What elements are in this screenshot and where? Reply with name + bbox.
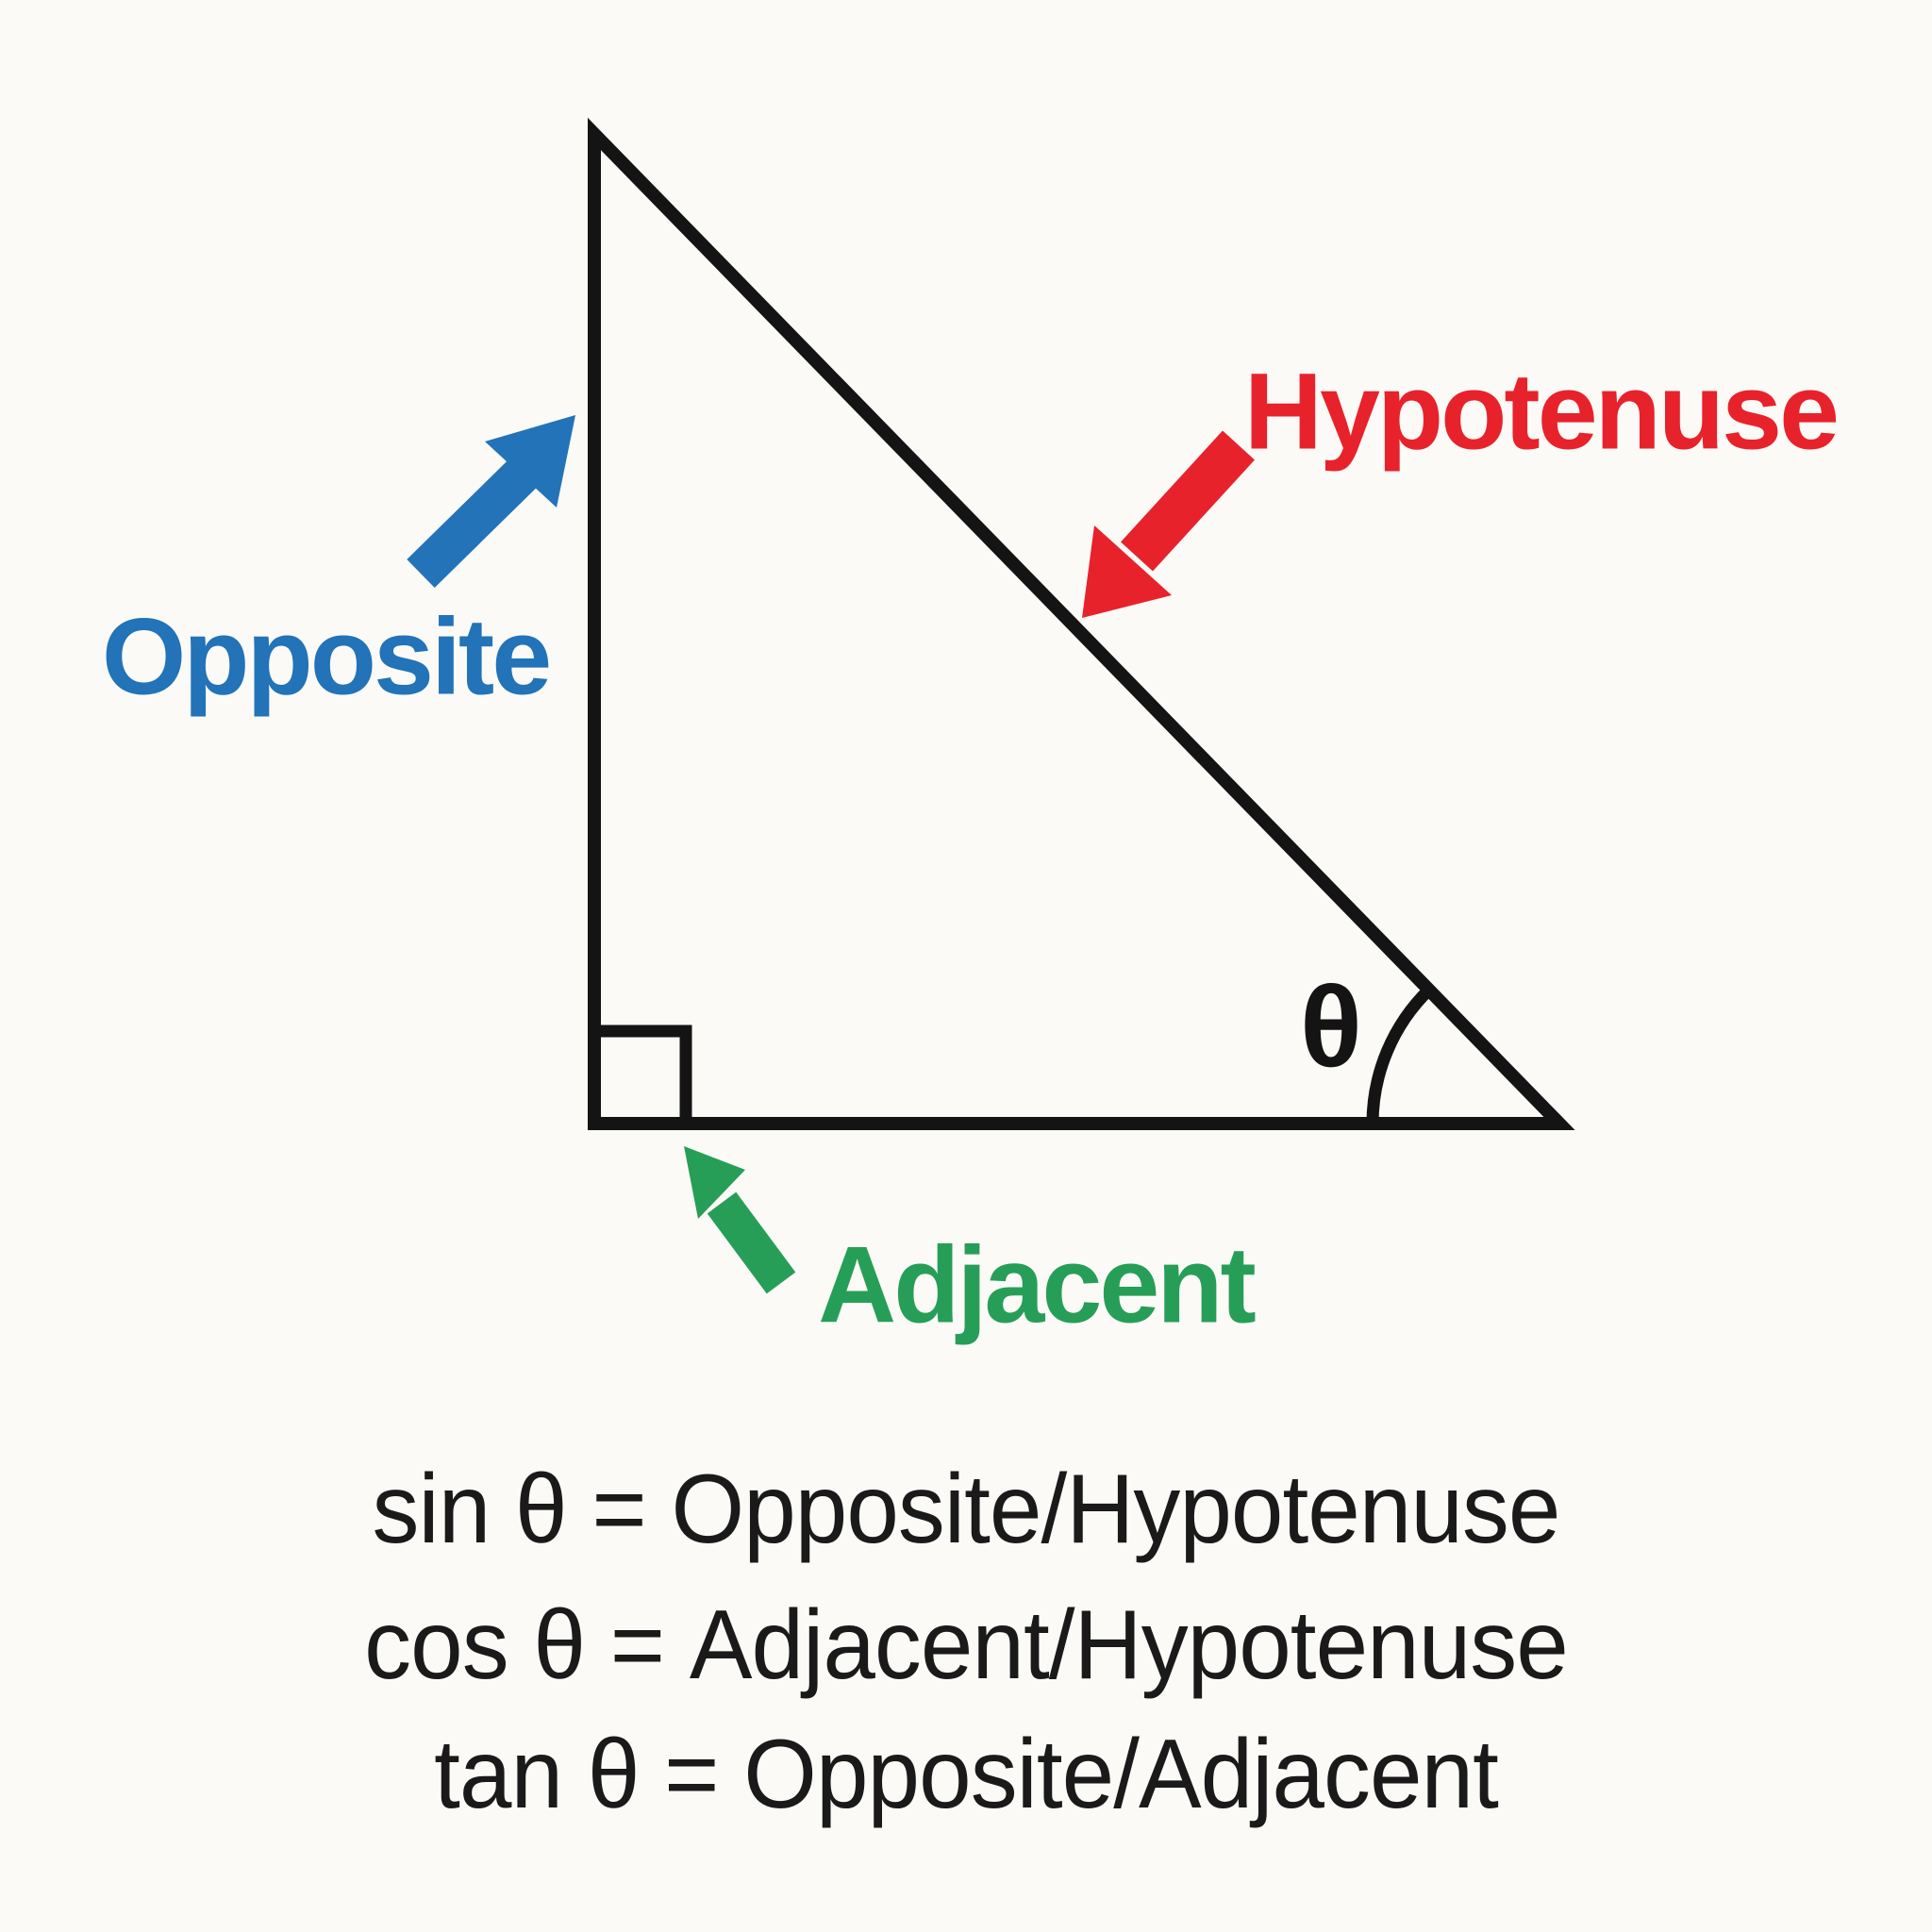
adjacent-arrow-icon: [684, 1146, 796, 1294]
right-triangle: [588, 117, 1575, 1130]
hypotenuse-arrow-icon: [1082, 430, 1255, 618]
adjacent-label: Adjacent: [818, 1224, 1257, 1346]
hypotenuse-label: Hypotenuse: [1243, 351, 1840, 473]
adjacent-arrow-shaft: [707, 1191, 796, 1294]
opposite-arrow-shaft: [407, 458, 539, 588]
hypotenuse-arrow-shaft: [1121, 430, 1255, 572]
cos-formula: cos θ = Adjacent/Hypotenuse: [364, 1591, 1569, 1700]
theta-angle-label: θ: [1300, 962, 1362, 1091]
opposite-arrow-head: [485, 415, 575, 508]
hypotenuse-arrow-head: [1082, 525, 1172, 618]
angle-arc: [1366, 985, 1434, 1124]
adjacent-arrow-head: [684, 1146, 745, 1219]
opposite-arrow-icon: [407, 415, 575, 588]
opposite-label: Opposite: [101, 596, 552, 718]
right-angle-marker: [594, 1024, 692, 1124]
sin-formula: sin θ = Opposite/Hypotenuse: [372, 1455, 1561, 1564]
tan-formula: tan θ = Opposite/Adjacent: [434, 1720, 1499, 1829]
